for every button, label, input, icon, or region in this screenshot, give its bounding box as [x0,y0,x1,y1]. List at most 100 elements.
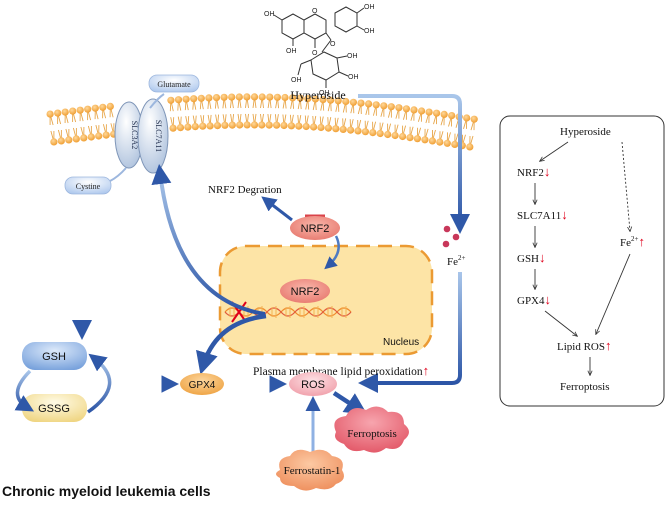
lipid-head [399,132,407,141]
gsh-to-gssg-arrow [14,369,35,412]
lipid-head [372,101,380,109]
nrf2-degradation-label: NRF2 Degration [208,184,282,196]
summary-arrow-gpx4-lipidros [544,310,577,336]
ferrostatin-node: Ferrostatin-1 [276,449,344,491]
lipid-head [236,121,244,129]
nrf2-translocation-arrow [324,235,340,270]
summary-panel: Hyperoside NRF2↓ SLC7A11↓ GSH↓ GPX4↓ Fe2… [499,115,665,407]
cystine-tag: Cystine [64,176,112,195]
lipid-head [205,94,213,102]
lipid-head [349,98,357,106]
lipid-head [190,95,198,103]
lipid-head [339,125,347,133]
lipid-head [61,108,69,116]
lipid-head [167,96,175,104]
summary-lipid-ros: Lipid ROS↑ [557,338,611,353]
ferroptosis-node: Ferroptosis [334,406,409,453]
lipid-head [199,122,207,130]
lipid-head [221,121,229,129]
lipid-head [243,93,251,101]
lipid-head [281,93,289,102]
lipid-head [451,140,459,148]
lipid-head [280,121,288,130]
lipid-head [206,122,214,130]
lipid-head [402,105,410,113]
nrf2-nucleus-label: NRF2 [291,286,320,298]
lipid-head [466,143,474,151]
lipid-head [91,104,99,112]
summary-fe: Fe2+↑ [620,234,645,249]
lipid-head [421,136,429,144]
lipid-head [228,93,236,101]
lipid-head [395,104,403,112]
lipid-head [369,129,377,137]
lipid-head [332,125,340,133]
lipid-head [319,96,327,104]
lipid-head [463,114,471,122]
oh-label: OH [264,11,275,18]
lipid-head [273,121,281,129]
lipid-head [191,123,199,131]
lipid-head [391,131,399,140]
lipid-head [212,94,221,102]
gpx4-node [180,373,224,395]
lipid-head [296,94,304,102]
summary-ferroptosis: Ferroptosis [560,381,610,393]
lipid-head [57,137,65,145]
nucleus-label: Nucleus [383,337,419,348]
lipid-head [235,93,243,101]
gsh-label: GSH [42,351,66,363]
lipid-head [443,139,451,147]
glutamate-tag: Glutamate [148,74,200,93]
lipid-head [440,110,448,118]
ferroptosis-label: Ferroptosis [347,428,397,440]
link-o-label: O [330,41,336,48]
oh-label: OH [319,90,330,97]
glutamate-export-arrow [149,93,165,109]
summary-gpx4: GPX4↓ [517,292,551,307]
summary-arrow-hyperoside-fe [621,141,630,231]
fe-ion-label: Fe2+ [447,254,466,268]
lipid-head [265,121,273,129]
ring-o-label: O [312,8,318,15]
summary-nrf2: NRF2↓ [517,164,550,179]
lipid-head [106,102,114,110]
lipid-head [287,122,295,130]
gssg-to-gsh-arrow [86,353,112,414]
lipid-head [243,121,251,129]
lipid-head [428,137,436,145]
summary-arrow-fe-lipidros [596,253,631,334]
lipid-head [169,124,177,132]
lipid-head [311,95,319,103]
nucleus [218,244,434,356]
summary-arrow-hyperoside-nrf2 [540,141,569,161]
nrf2-to-gpx4-arrow [196,313,267,375]
lipid-head [80,134,88,142]
gpx4-label: GPX4 [189,380,216,391]
ferrostatin-label: Ferrostatin-1 [284,465,341,477]
lipid-head [258,93,266,101]
glutamate-label: Glutamate [157,80,191,89]
lipid-head [470,115,478,123]
slc3a2-label: SLC3A2 [130,121,139,149]
lipid-head [376,129,384,138]
oh-label: OH [286,48,297,55]
lipid-head [361,128,369,136]
lipid-head [347,126,355,134]
hyperoside-to-fe-arrow [358,94,470,234]
oh-label: OH [347,53,358,60]
lipid-head [365,100,373,108]
lipid-head [46,110,54,118]
nrf2-to-degradation-arrow [261,196,293,222]
carbonyl-o-label: O [312,50,318,57]
lipid-head [324,124,332,132]
lipid-head [289,94,297,102]
gssg-node [22,394,87,422]
lipid-head [174,96,183,104]
hyperoside-structure [273,6,365,88]
lipid-head [273,93,281,101]
summary-hyperoside: Hyperoside [560,126,611,138]
gssg-label: GSSG [38,403,70,415]
oh-label: OH [364,4,375,11]
